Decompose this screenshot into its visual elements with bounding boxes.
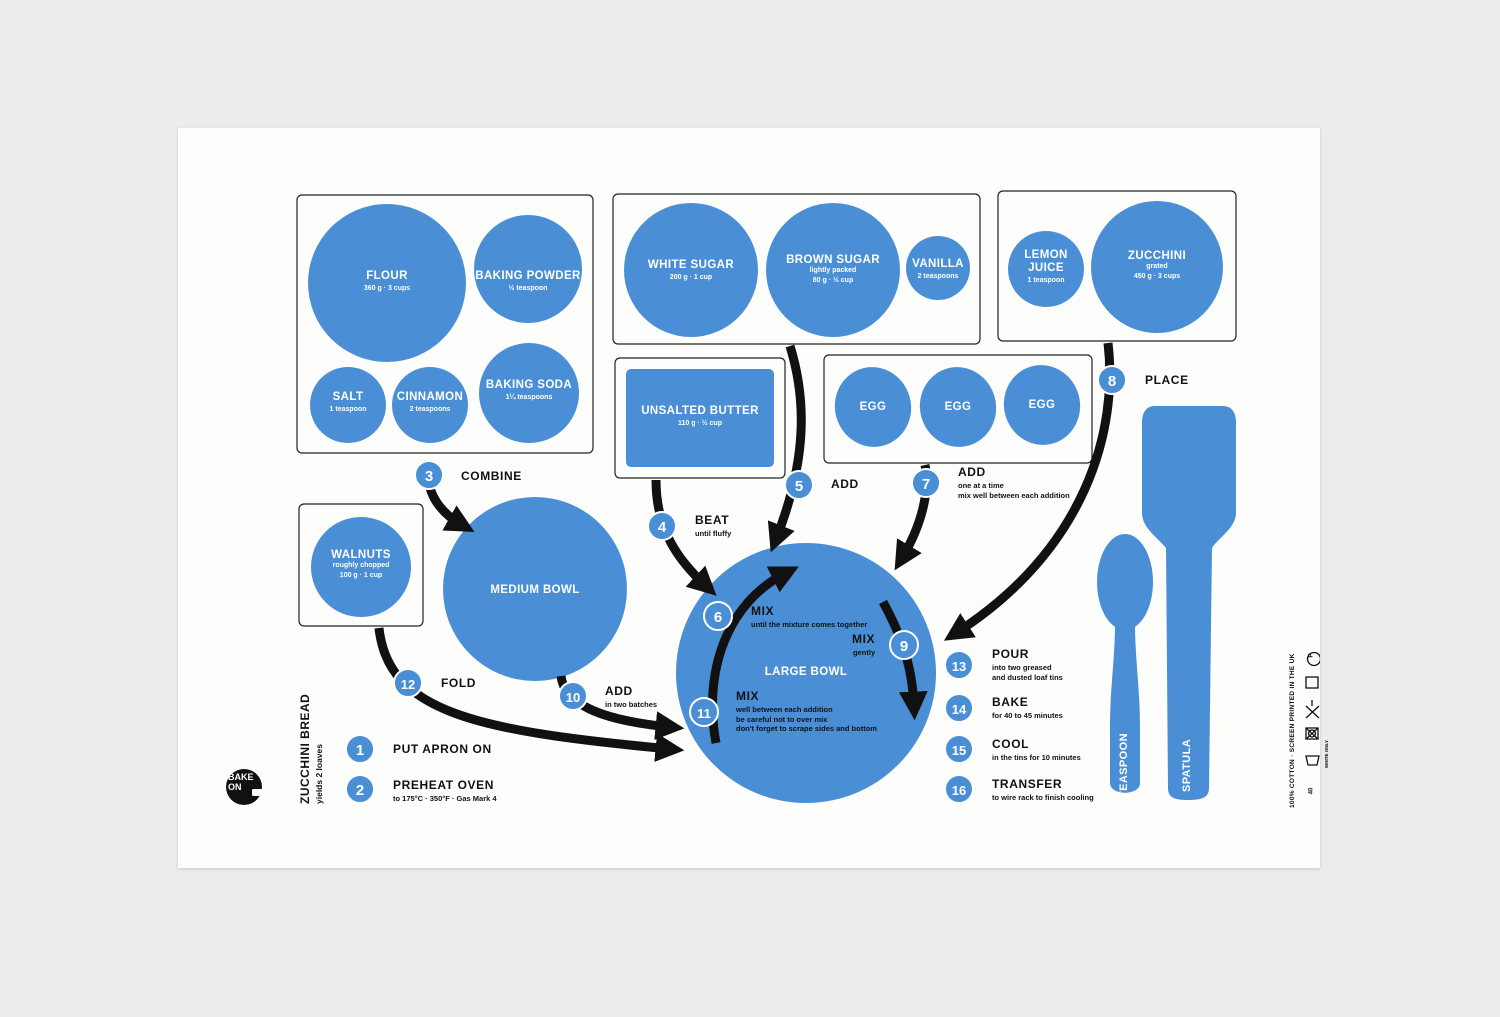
step-1-badge: 1	[345, 734, 375, 764]
step-9-badge: 9	[889, 630, 919, 660]
wash-temp: 40	[1308, 787, 1315, 795]
spatula-label: SPATULA	[1181, 738, 1193, 792]
egg-box	[823, 354, 1093, 464]
egg-label-3: EGG	[1028, 399, 1056, 411]
egg-label-2: EGG	[944, 401, 972, 413]
step-10-badge: 10	[558, 681, 588, 711]
arrow-fold	[374, 627, 685, 762]
step-15-badge: 15	[944, 734, 974, 764]
arrow-add-sugar	[767, 344, 806, 553]
arrow-beat	[651, 479, 717, 596]
vanilla-circle	[906, 236, 970, 300]
step-7-badge: 7	[911, 468, 941, 498]
step-1-text: PUT APRON ON	[393, 742, 492, 756]
step-16-badge: 16	[944, 774, 974, 804]
cinnamon-circle	[392, 367, 468, 443]
care-symbols	[1305, 651, 1320, 766]
medium-bowl-label: MEDIUM BOWL	[490, 584, 580, 596]
step-2-badge: 2	[345, 774, 375, 804]
step-3-text: COMBINE	[461, 469, 522, 483]
step-4-badge: 4	[647, 511, 677, 541]
baking-soda-circle	[479, 343, 579, 443]
teaspoon-bowl	[1097, 534, 1153, 630]
step-8-badge: 8	[1097, 365, 1127, 395]
recipe-title: ZUCCHINI BREAD	[298, 693, 312, 804]
care-note: WHITE ONLY	[1324, 740, 1329, 768]
teaspoon-label: TEASPOON	[1118, 733, 1130, 798]
dry-ingredients-box	[296, 194, 594, 454]
step-12-badge: 12	[393, 668, 423, 698]
lemon-juice-circle	[1008, 231, 1084, 307]
egg-label-1: EGG	[859, 401, 887, 413]
white-sugar-circle	[624, 203, 758, 337]
brand-logo-circle	[226, 769, 262, 805]
step-5-text: ADD	[831, 477, 859, 491]
step-6-badge: 6	[703, 601, 733, 631]
recipe-diagram	[226, 190, 1320, 805]
baking-powder-circle	[474, 215, 582, 323]
medium-bowl-circle	[443, 497, 627, 681]
step-14-badge: 14	[944, 693, 974, 723]
large-bowl-label: LARGE BOWL	[764, 666, 848, 678]
step-12-text: FOLD	[441, 676, 477, 690]
zucchini-circle	[1091, 201, 1223, 333]
butter-box	[614, 357, 786, 479]
brown-sugar-circle	[766, 203, 900, 337]
spatula-shape	[1142, 406, 1236, 800]
care-text: 100% COTTON · SCREEN PRINTED IN THE UK	[1289, 653, 1296, 808]
egg-shape-3	[1003, 365, 1081, 445]
step-8-text: PLACE	[1145, 373, 1189, 387]
zucchini-box	[997, 190, 1237, 342]
step-13-badge: 13	[944, 650, 974, 680]
teaspoon-handle	[1110, 624, 1140, 793]
dryclean-symbol: P	[1307, 653, 1315, 658]
step-3-badge: 3	[414, 460, 444, 490]
sugar-box	[612, 193, 981, 345]
walnut-circle	[311, 517, 411, 617]
salt-circle	[310, 367, 386, 443]
step-5-badge: 5	[784, 470, 814, 500]
recipe-yield: yields 2 loaves	[314, 743, 324, 804]
step-11-badge: 11	[689, 697, 719, 727]
flour-circle	[308, 204, 466, 362]
egg-shape-1	[834, 367, 912, 447]
walnut-box	[298, 503, 424, 627]
butter-block	[626, 369, 774, 467]
egg-shape-2	[919, 367, 997, 447]
